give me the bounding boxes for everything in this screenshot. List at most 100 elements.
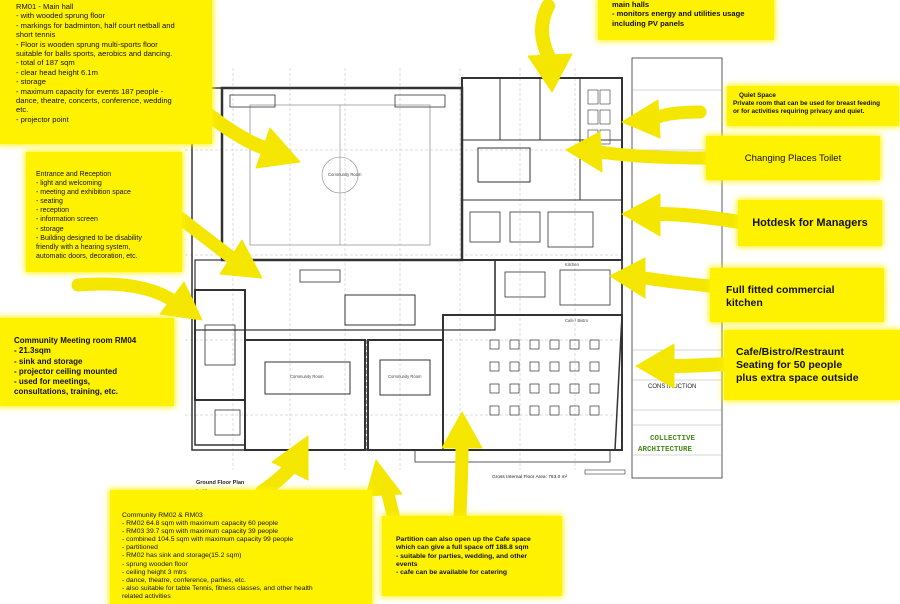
note-line: - total of 187 sqm — [16, 58, 75, 68]
cafe-table-mark — [529, 383, 540, 394]
note-lines: RM01 - Main hall - with wooded sprung fl… — [16, 2, 206, 124]
note-line: friendly with a hearing system, — [36, 243, 131, 251]
note-line: - projector point — [16, 114, 69, 124]
note-line: - Floor is wooden sprung multi-sports fl… — [16, 39, 158, 49]
note-line: - RM02 has sink and storage(15.2 sqm) — [122, 552, 242, 560]
note-line: - Building designed to be disability — [36, 234, 142, 242]
note-line: - suitable for parties, wedding, and oth… — [396, 552, 528, 560]
room-label-rm03: Community Room — [388, 374, 422, 379]
arrow-icon — [173, 211, 263, 279]
note-rm01-main-hall: RM01 - Main hall - with wooded sprung fl… — [0, 0, 210, 142]
cafe-table-mark — [529, 339, 540, 350]
arrow-icon — [635, 343, 733, 389]
note-line: - RM03 39.7 sqm with maximum capacity 39… — [122, 528, 279, 536]
cafe-table-mark — [509, 339, 520, 350]
note-line: including PV panels — [612, 18, 685, 28]
note-community-meeting-rm04: Community Meeting room RM04 - 21.3sqm - … — [0, 320, 172, 404]
cafe-table-mark — [589, 405, 600, 416]
note-line: RM01 - Main hall — [16, 2, 74, 11]
room-label-rm02: Community Room — [290, 374, 324, 379]
note-line: - information screen — [36, 216, 98, 224]
note-line: Hotdesk for Managers — [752, 217, 868, 229]
plan-title: Ground Floor Plan — [196, 480, 245, 486]
note-line: Private room that can be used for breast… — [733, 100, 881, 108]
note-line: suitable for balls sports, aerobics and … — [16, 49, 173, 59]
note-line: - ceiling height 3 mtrs — [122, 568, 187, 576]
cafe-table-mark — [509, 361, 520, 372]
cafe-table-mark — [569, 361, 580, 372]
arrow-icon — [441, 411, 483, 522]
plan-scale: 1 : 50 — [196, 488, 208, 493]
cafe-table-mark — [529, 361, 540, 372]
cafe-table-mark — [589, 339, 600, 350]
cafe-table-mark — [509, 405, 520, 416]
note-cafe-bistro: Cafe/Bistro/Restraunt Seating for 50 peo… — [726, 332, 898, 398]
cafe-table-mark — [569, 405, 580, 416]
note-changing-places-toilet: Changing Places Toilet — [708, 138, 878, 178]
room-label-hall: Community Room — [328, 172, 362, 177]
note-line: Community Meeting room RM04 — [14, 336, 137, 345]
note-line: Cafe/Bistro/Restraunt — [736, 346, 844, 358]
note-line: Quiet Space — [739, 92, 776, 99]
note-main-halls-monitoring: main halls - monitors energy and utiliti… — [600, 0, 772, 38]
cafe-table-mark — [549, 383, 560, 394]
cafe-table-mark — [489, 383, 500, 394]
note-line: - seating — [36, 198, 63, 206]
note-line: Community RM02 & RM03 — [122, 512, 203, 519]
note-line: consultations, training, etc. — [14, 387, 119, 397]
note-line: short tennis — [16, 30, 56, 40]
note-line: - sink and storage — [14, 356, 83, 366]
cafe-table-mark — [509, 383, 520, 394]
cafe-table-mark — [549, 361, 560, 372]
note-line: - storage — [16, 77, 46, 87]
note-line: - maximum capacity for events 187 people… — [16, 86, 164, 96]
arrow-icon — [365, 459, 403, 527]
arrow-icon — [621, 99, 707, 139]
cafe-table-mark — [549, 339, 560, 350]
note-line: which can give a full space off 188.8 sq… — [396, 544, 529, 552]
cafe-table-mark — [489, 361, 500, 372]
cafe-table-mark — [489, 339, 500, 350]
cafe-table-mark — [589, 361, 600, 372]
cafe-table-mark — [589, 383, 600, 394]
note-line: Full fitted commercial — [726, 284, 835, 296]
note-entrance-reception: Entrance and Reception - light and welco… — [28, 154, 180, 270]
note-line: - projector ceiling mounted — [14, 366, 118, 376]
note-line: dance, theatre, concerts, conference, we… — [16, 96, 172, 106]
cafe-table-mark — [549, 405, 560, 416]
cafe-table-mark — [529, 405, 540, 416]
arrow-icon — [71, 277, 203, 321]
note-partition-cafe: Partition can also open up the Cafe spac… — [384, 518, 560, 594]
note-line: events — [396, 560, 418, 568]
room-label-kitchen: Kitchen — [565, 262, 580, 267]
note-line: related activities — [122, 592, 171, 600]
note-line: Partition can also open up the Cafe spac… — [396, 536, 531, 543]
firm-name-line2: ARCHITECTURE — [638, 446, 693, 454]
note-line: - cafe can be available for catering — [396, 569, 508, 577]
note-line: - reception — [36, 207, 70, 215]
note-hotdesk-managers: Hotdesk for Managers — [740, 202, 880, 244]
arrow-icon — [621, 193, 747, 237]
note-line: - also suitable for table Tennis, fitnes… — [122, 584, 313, 592]
note-line: - clear head height 6.1m — [16, 67, 98, 77]
arrow-icon — [609, 257, 717, 299]
cafe-table-mark — [569, 339, 580, 350]
firm-name-line1: COLLECTIVE — [650, 435, 696, 443]
cafe-table-mark — [489, 405, 500, 416]
note-line: - combined 104.5 sqm with maximum capaci… — [122, 536, 294, 544]
note-line: main halls — [612, 0, 650, 9]
note-line: etc. — [16, 105, 29, 115]
cafe-table-mark — [569, 383, 580, 394]
note-line: Seating for 50 people — [736, 359, 843, 372]
note-community-rm02-rm03: Community RM02 & RM03 - RM02 64.8 sqm wi… — [112, 492, 370, 604]
note-line: Entrance and Reception — [36, 171, 112, 178]
note-quiet-space: Quiet Space Private room that can be use… — [729, 88, 897, 124]
note-line: or for activities requiring privacy and … — [733, 108, 865, 116]
note-line: Changing Places Toilet — [744, 152, 842, 164]
note-line: - monitors energy and utilities usage — [612, 9, 745, 19]
arrow-icon — [527, 0, 573, 93]
note-line: - storage — [36, 225, 64, 233]
note-line: kitchen — [726, 297, 763, 309]
note-line: - partitioned — [122, 544, 158, 552]
